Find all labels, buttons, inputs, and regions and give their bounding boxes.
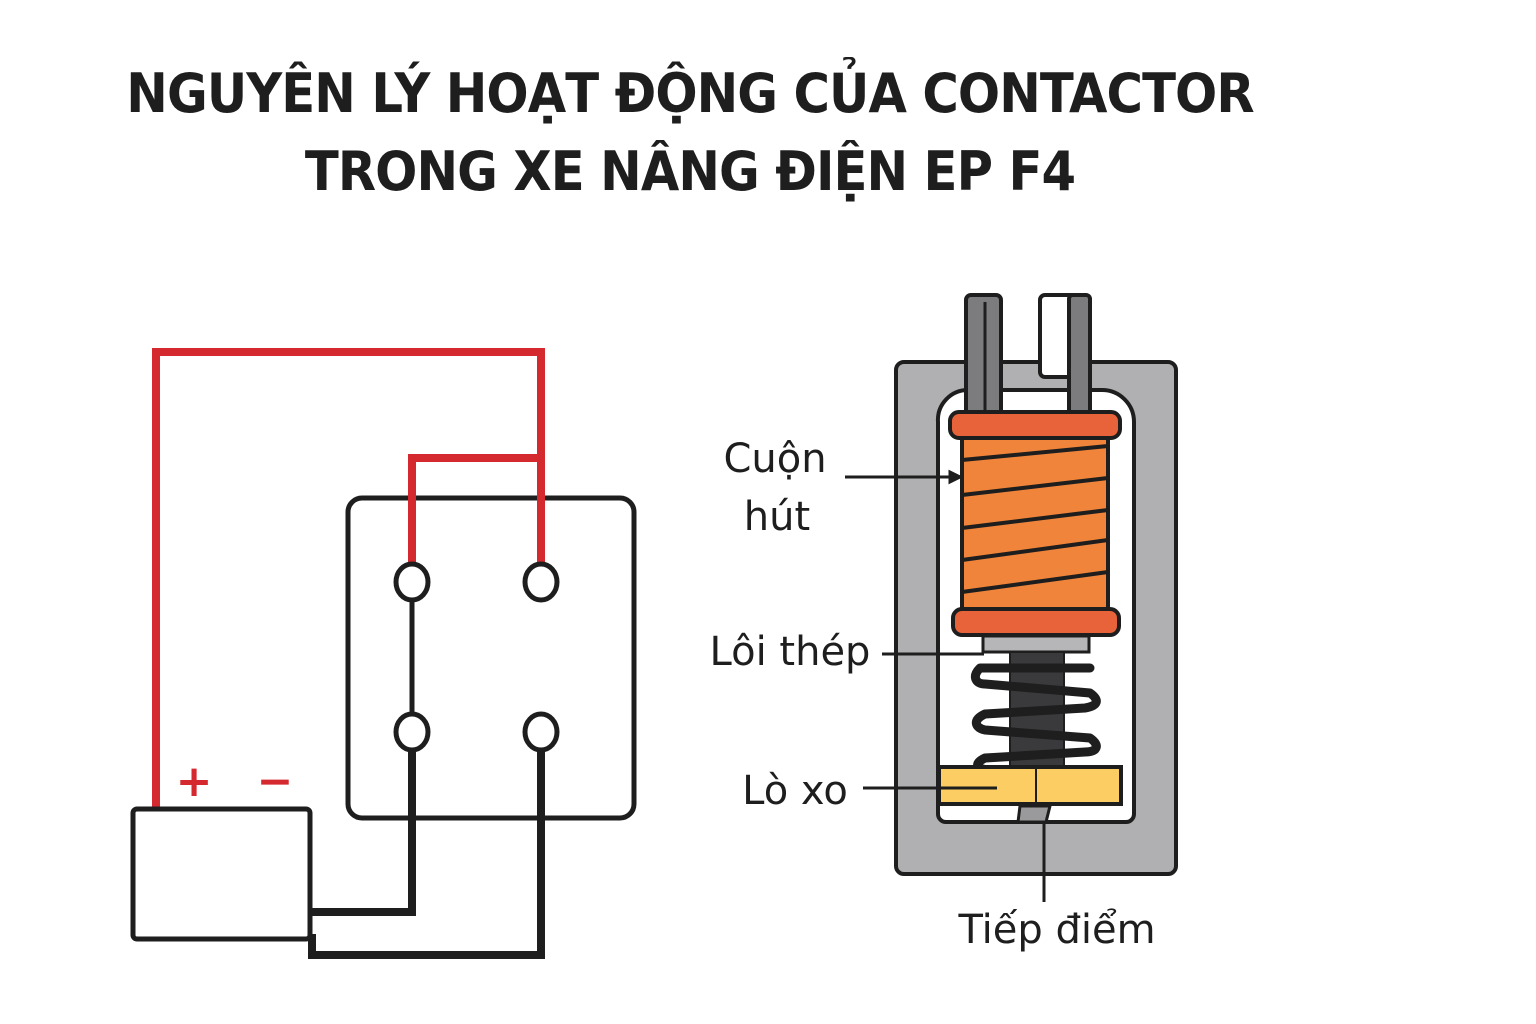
- coil-bottom-flange: [951, 607, 1121, 637]
- label-contact: Tiếp điểm: [957, 907, 1155, 953]
- negative-wire-2: [308, 748, 545, 959]
- negative-wire-1: [312, 748, 416, 916]
- battery-plus-sign: +: [176, 756, 213, 807]
- terminal-bottom-left: [393, 711, 431, 753]
- battery: [130, 806, 313, 942]
- coil-terminals: [964, 293, 1092, 427]
- terminal-bottom-right: [522, 711, 560, 753]
- label-steel-core: Lôi thép: [710, 629, 871, 675]
- leader-lines: [845, 469, 1046, 902]
- terminal-top-left: [393, 561, 431, 603]
- contact-stem: [1016, 804, 1052, 824]
- coil: [948, 410, 1122, 637]
- battery-minus-sign: −: [257, 756, 294, 807]
- circuit-schematic: + −: [130, 348, 637, 959]
- steel-core-collar: [981, 634, 1091, 654]
- title-line-1: NGUYÊN LÝ HOẠT ĐỘNG CỦA CONTACTOR: [126, 62, 1254, 125]
- title-line-2: TRONG XE NÂNG ĐIỆN EP F4: [304, 140, 1076, 203]
- contact-plate: [937, 765, 1123, 806]
- label-coil-line1: Cuộn: [723, 436, 826, 482]
- coil-top-flange: [948, 410, 1122, 440]
- iron-frame: [894, 360, 1178, 876]
- terminal-top-right: [522, 561, 560, 603]
- contactor-cross-section: Cuộn hút Lôi thép Lò xo Tiếp điểm: [710, 293, 1178, 953]
- positive-wire-branch: [408, 454, 541, 566]
- contactor-module-box: [345, 495, 637, 821]
- label-coil-line2: hút: [744, 494, 810, 540]
- label-spring: Lò xo: [742, 768, 848, 814]
- spring: [970, 663, 1101, 777]
